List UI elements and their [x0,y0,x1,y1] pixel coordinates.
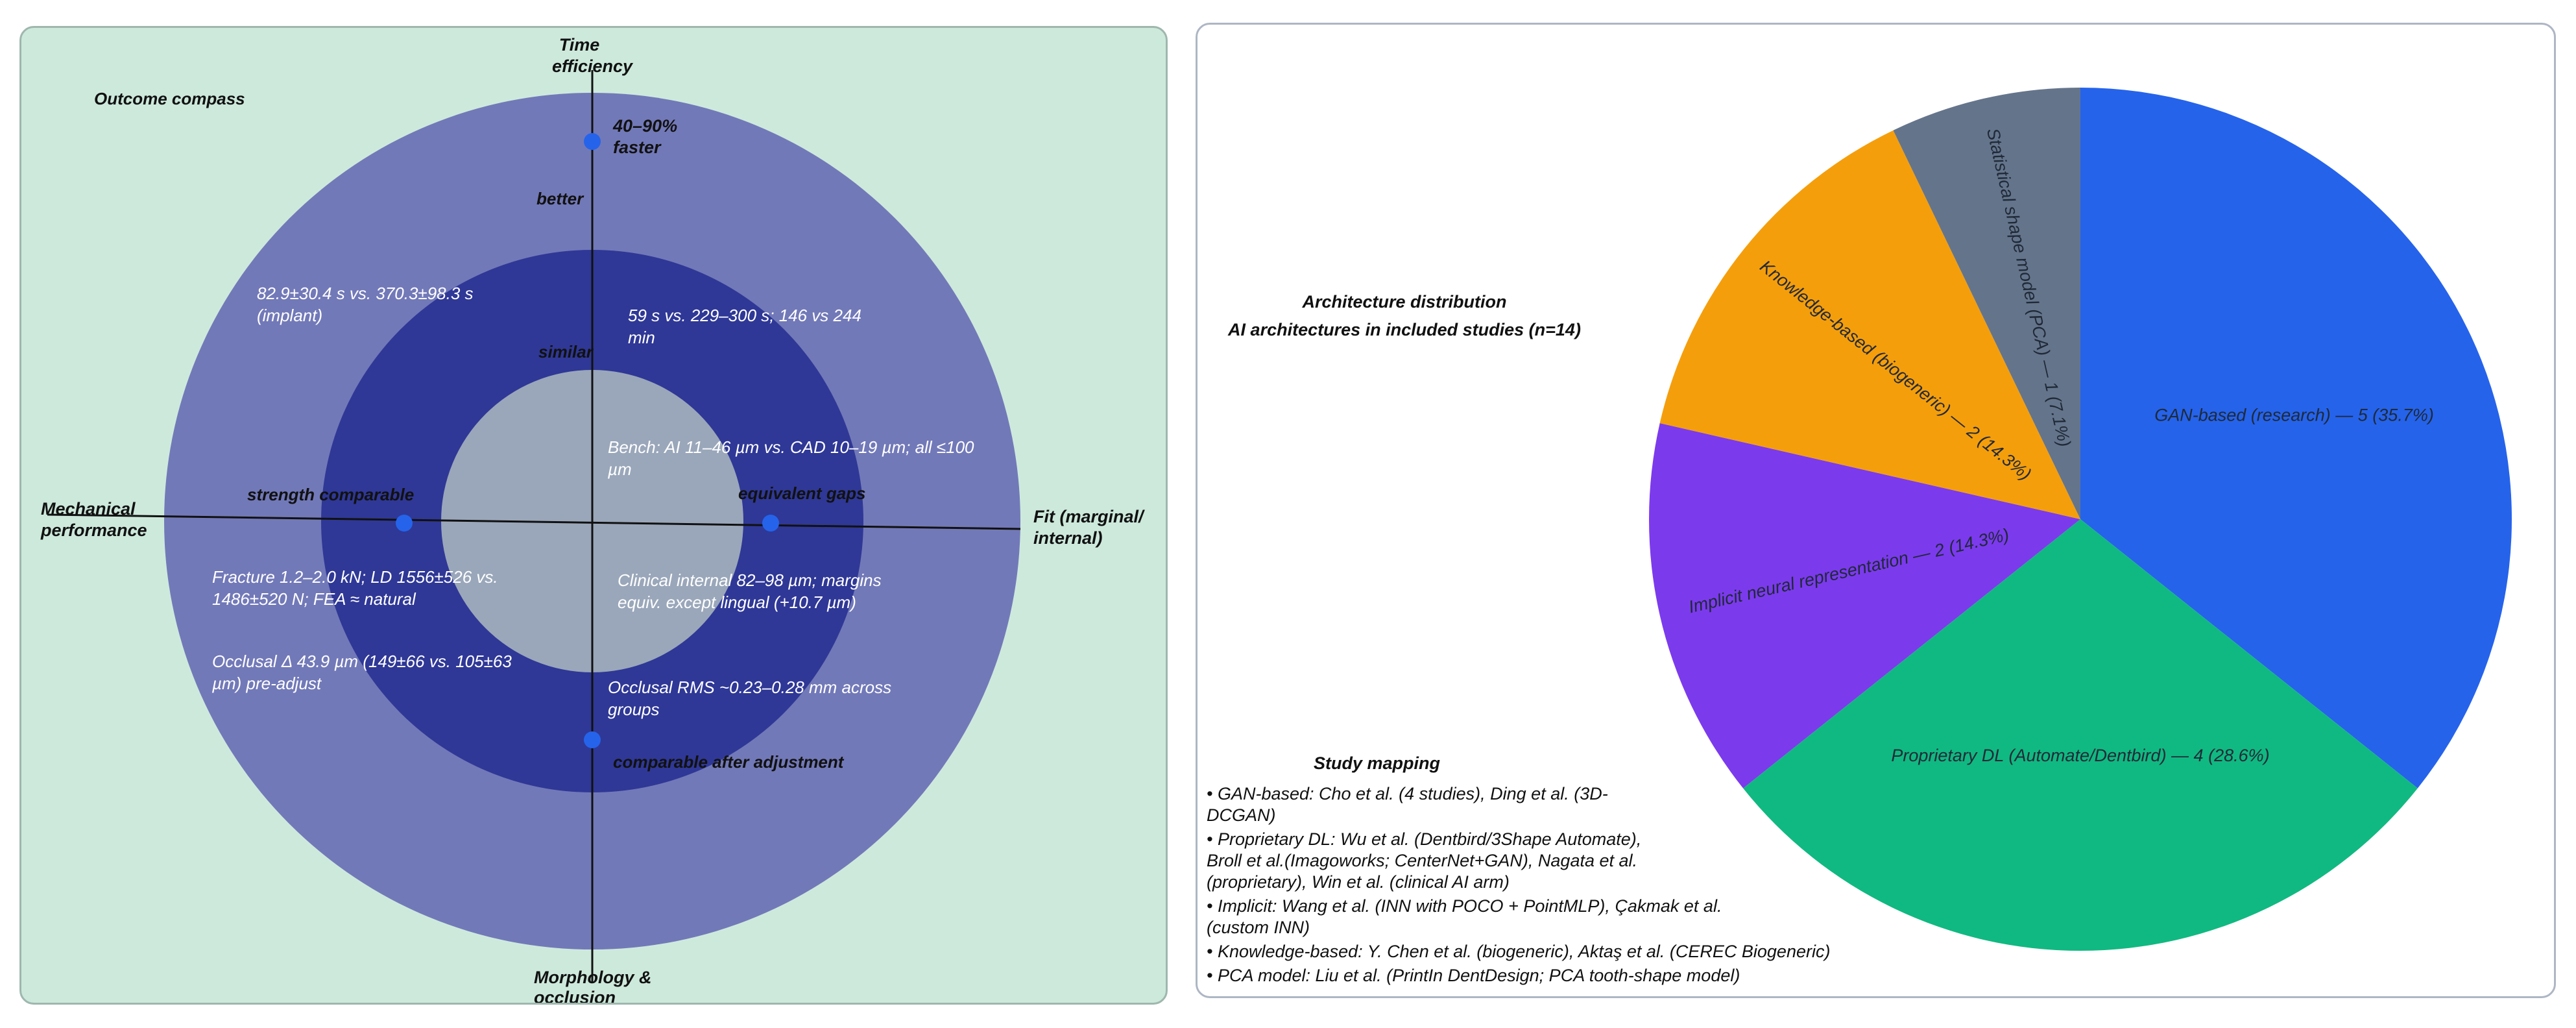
pie-slice-4 [1659,130,2080,519]
note-mechanical-line1: Fracture 1.2–2.0 kN; LD 1556±526 vs. [212,567,498,587]
axis-top-line2: efficiency [552,56,634,76]
morphology-marker-label: comparable after adjustment [613,752,845,772]
note-time-right-line2: min [628,328,655,347]
pie-label-2: Proprietary DL (Automate/Dentbird) — 4 (… [1891,746,2269,765]
axis-left-line1: Mechanical [41,499,136,519]
axis-left-line2: performance [40,520,147,540]
outcome-compass-panel: Outcome compass Time efficiency Mechanic… [19,26,1168,1005]
strength-marker [396,515,413,532]
note-time-right-line1: 59 s vs. 229–300 s; 146 vs 244 [628,306,861,325]
note-fit-bench-line2: µm [607,459,632,479]
note-time-left-line2: (implant) [257,306,322,325]
note-occlusal-left-line1: Occlusal Δ 43.9 µm (149±66 vs. 105±63 [212,652,512,671]
study-mapping: Study mapping • GAN-based: Cho et al. (4… [1207,753,1888,989]
study-mapping-title: Study mapping [1314,753,1440,773]
axis-top-line1: Time [559,35,600,55]
ring-label-better: better [536,189,584,208]
study-mapping-line: • PCA model: Liu et al. (PrintIn DentDes… [1207,966,1740,985]
note-time-left-line1: 82.9±30.4 s vs. 370.3±98.3 s [257,284,474,303]
axis-right-line2: internal) [1033,528,1103,548]
study-mapping-line: • Knowledge-based: Y. Chen et al. (bioge… [1207,942,1831,961]
time-marker-label-line1: 40–90% [612,116,677,136]
study-mapping-item: • PCA model: Liu et al. (PrintIn DentDes… [1207,965,1888,986]
strength-marker-label: strength comparable [247,485,414,504]
study-mapping-line: Broll et al.(Imagoworks; CenterNet+GAN),… [1207,851,1638,870]
study-mapping-line: DCGAN) [1207,805,1276,825]
pie-slice-3 [1649,423,2080,789]
study-mapping-line: (proprietary), Win et al. (clinical AI a… [1207,872,1510,892]
pie-label-1: GAN-based (research) — 5 (35.7%) [2154,405,2434,424]
note-occlusal-right-line2: groups [608,700,660,719]
note-fit-clinical-line2: equiv. except lingual (+10.7 µm) [618,593,856,612]
fit-marker-label: equivalent gaps [738,483,866,503]
note-mechanical-line2: 1486±520 N; FEA ≈ natural [212,589,416,609]
pie-slice-1 [2080,88,2512,789]
morphology-marker [584,731,601,748]
note-fit-bench-line1: Bench: AI 11–46 µm vs. CAD 10–19 µm; all… [608,437,974,457]
ring-label-similar: similar [538,342,594,361]
study-mapping-line: • GAN-based: Cho et al. (4 studies), Din… [1207,784,1608,803]
pie-slice-2 [1743,519,2418,951]
study-mapping-item: • Proprietary DL: Wu et al. (Dentbird/3S… [1207,829,1888,893]
study-mapping-item: • Knowledge-based: Y. Chen et al. (bioge… [1207,941,1888,962]
pie-slice-5 [1893,88,2080,519]
time-marker [584,133,601,150]
study-mapping-item: • Implicit: Wang et al. (INN with POCO +… [1207,896,1888,938]
study-mapping-line: • Implicit: Wang et al. (INN with POCO +… [1207,896,1722,916]
chart-title: Architecture distribution [1301,292,1506,312]
axis-right-line1: Fit (marginal/ [1033,507,1145,526]
study-mapping-line: (custom INN) [1207,918,1310,937]
study-mapping-item: • GAN-based: Cho et al. (4 studies), Din… [1207,783,1888,826]
study-mapping-line: • Proprietary DL: Wu et al. (Dentbird/3S… [1207,829,1642,849]
compass-title: Outcome compass [94,89,245,108]
horizontal-axis [47,513,1021,530]
note-occlusal-left-line2: µm) pre-adjust [211,674,322,693]
time-marker-label-line2: faster [613,138,662,157]
chart-subtitle: AI architectures in included studies (n=… [1227,320,1581,339]
fit-marker [762,515,779,532]
note-occlusal-right-line1: Occlusal RMS ~0.23–0.28 mm across [608,678,891,697]
axis-bottom-line1: Morphology & [534,968,651,987]
note-fit-clinical-line1: Clinical internal 82–98 µm; margins [618,570,882,590]
axis-bottom-line2: occlusion [534,988,616,1005]
compass-diagram: Outcome compass Time efficiency Mechanic… [40,35,1145,1005]
pie-slices [1649,88,2512,951]
study-mapping-list: • GAN-based: Cho et al. (4 studies), Din… [1207,783,1888,986]
